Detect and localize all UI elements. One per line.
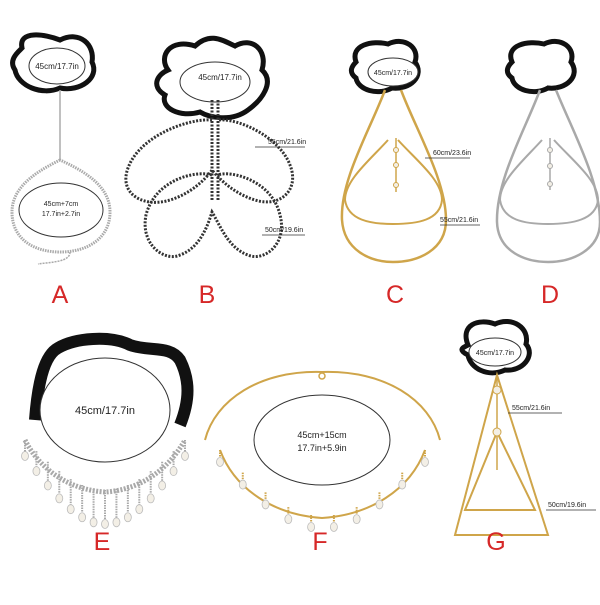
product-f-drawing: 45cm+15cm 17.7in+5.9in [204, 370, 441, 532]
product-d-inner-drape [498, 139, 600, 226]
product-d-pearl-2 [547, 163, 553, 169]
product-a-extender [37, 251, 71, 265]
product-f-drop-1-pearl [216, 457, 224, 467]
product-a-lower-ring [18, 182, 104, 238]
product-f-drop-9-pearl [398, 479, 407, 490]
product-f-drop-4-pearl [284, 514, 293, 525]
product-g-inner-triangle [463, 429, 537, 511]
product-c-choker-band [348, 38, 421, 95]
product-g-label-2: 55cm/21.6in [512, 405, 550, 412]
product-f-clasp [318, 372, 326, 380]
product-c-drawing: 45cm/17.7in 60cm/23.6in 55cm/21.6in [340, 38, 480, 264]
product-c-label-3: 55cm/21.6in [440, 217, 478, 224]
product-a-letter: A [51, 281, 69, 309]
product-d-drawing [495, 38, 600, 264]
product-d-choker-band [504, 38, 577, 95]
product-f-pearl-drops [216, 450, 429, 532]
product-d-letter: D [540, 281, 560, 309]
product-e-drop-8-pearl [101, 519, 109, 529]
product-e-rhinestone-strand [22, 438, 188, 495]
product-e-size-ring [39, 357, 171, 463]
product-a-size-ring [28, 47, 86, 85]
product-e-drop-15-pearl [181, 451, 189, 461]
product-g-letter: G [486, 528, 506, 556]
product-c-size-ring [367, 57, 419, 87]
product-f-drop-6-pearl [329, 522, 338, 532]
product-b-choker-band [154, 35, 270, 121]
product-a-drawing: 45cm/17.7in 45cm+7cm 17.7in+2.7in [10, 32, 112, 265]
product-e-choker-band [29, 332, 194, 428]
product-e-drop-10-pearl [123, 512, 132, 523]
product-c-label-2: 60cm/23.6in [433, 150, 471, 157]
product-g-size-ring [468, 337, 522, 367]
product-b-drawing: 45cm/17.7in 55cm/21.6in 50cm/19.6in [124, 35, 306, 258]
product-e-drop-13-pearl [158, 480, 167, 491]
product-b-label-1: 45cm/17.7in [198, 73, 242, 82]
product-c-outer-drape [340, 89, 448, 264]
product-e-drop-6-pearl [78, 512, 87, 523]
product-b-label-3: 50cm/19.6in [265, 227, 303, 234]
product-b-label-2: 55cm/21.6in [268, 139, 306, 146]
product-c-pearl-3 [393, 182, 399, 188]
product-a-choker-band [10, 32, 97, 94]
product-d-outer-drape [495, 89, 600, 264]
product-g-label-3: 50cm/19.6in [548, 502, 586, 509]
product-d-pearl-1 [547, 147, 553, 153]
product-e-drop-2-pearl [32, 466, 41, 477]
product-f-drop-2-pearl [238, 479, 247, 490]
product-b-lower-heart [143, 172, 283, 258]
product-e-letter: E [93, 528, 111, 556]
product-c-pearl-1 [393, 147, 399, 153]
product-f-letter: F [312, 528, 328, 556]
product-f-drop-8-pearl [375, 499, 384, 510]
product-c-letter: C [385, 281, 405, 309]
product-f-drop-7-pearl [352, 514, 361, 525]
product-e-drawing: 45cm/17.7in [21, 332, 194, 529]
product-e-drop-11-pearl [135, 504, 144, 515]
product-e-pearl-drops [21, 440, 189, 529]
product-f-drop-5-pearl [307, 522, 316, 532]
product-d-pearl-3 [547, 181, 553, 187]
product-e-drop-1-pearl [21, 451, 29, 461]
product-e-drop-4-pearl [55, 493, 64, 504]
product-a-label-1: 45cm/17.7in [35, 62, 79, 71]
product-g-label-1: 45cm/17.7in [476, 350, 514, 357]
product-e-drop-5-pearl [66, 504, 75, 515]
product-b-letter: B [198, 281, 216, 309]
product-f-label-1: 45cm+15cm [297, 430, 346, 440]
product-g-pearl-2 [492, 427, 502, 437]
product-g-pearl-1 [492, 385, 502, 395]
product-f-label-2: 17.7in+5.9in [297, 443, 346, 453]
product-g-choker-band [459, 319, 532, 376]
product-b-upper-heart [124, 118, 294, 204]
product-c-pearl-2 [393, 162, 399, 168]
product-e-drop-14-pearl [169, 466, 178, 477]
product-e-drop-3-pearl [43, 480, 52, 491]
product-g-outer-triangle [453, 371, 550, 536]
product-f-drop-3-pearl [261, 499, 270, 510]
product-b-size-ring [179, 61, 251, 103]
product-c-label-1: 45cm/17.7in [374, 70, 412, 77]
product-c-inner-drape [343, 139, 444, 226]
product-a-label-3: 17.7in+2.7in [42, 211, 80, 218]
product-e-drop-9-pearl [112, 517, 121, 528]
product-e-label-1: 45cm/17.7in [75, 405, 135, 417]
product-g-drawing: 45cm/17.7in 55cm/21.6in 50cm/19.6in [453, 319, 596, 536]
product-e-drop-12-pearl [146, 493, 155, 504]
product-e-drop-7-pearl [89, 517, 98, 528]
product-a-label-2: 45cm+7cm [44, 201, 79, 208]
product-f-drop-10-pearl [421, 457, 429, 467]
product-f-top-chain [204, 370, 441, 441]
product-f-size-ring [253, 394, 391, 486]
